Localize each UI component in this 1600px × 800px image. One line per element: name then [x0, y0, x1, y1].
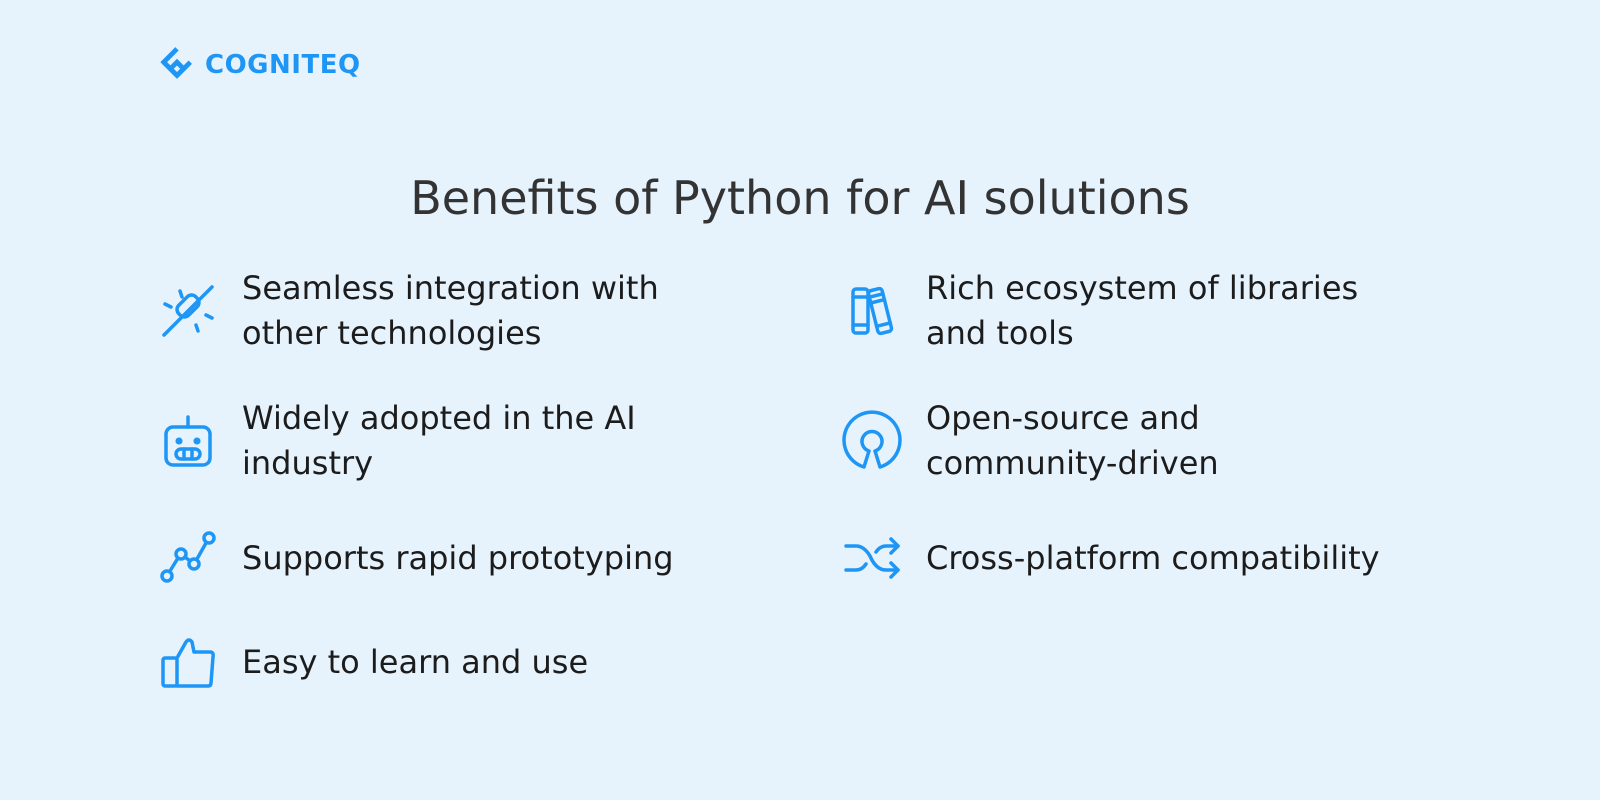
benefit-text: Cross-platform compatibility: [926, 538, 1380, 577]
benefit-item: Supports rapid prototyping: [156, 526, 674, 590]
benefit-text: Supports rapid prototyping: [242, 538, 674, 577]
rapid-prototyping-graph-icon: [156, 526, 220, 590]
open-source-icon: [840, 409, 904, 473]
page-title: Benefits of Python for AI solutions: [410, 170, 1190, 225]
benefit-text: other technologies: [242, 314, 542, 352]
benefit-text: industry: [242, 444, 374, 482]
brand-logo: COGNITEQ: [158, 46, 361, 84]
benefit-item: Seamless integration with other technolo…: [156, 266, 659, 356]
benefit-item: Easy to learn and use: [156, 630, 588, 694]
plug-integration-icon: [156, 279, 220, 343]
benefit-text: Seamless integration with: [242, 269, 659, 307]
benefit-text: Widely adopted in the AI: [242, 399, 636, 437]
robot-icon: [156, 409, 220, 473]
cogniteq-logo-icon: [160, 47, 192, 79]
benefit-item: Rich ecosystem of libraries and tools: [840, 266, 1358, 356]
benefit-text: and tools: [926, 314, 1074, 352]
benefit-item: Open-source and community-driven: [840, 396, 1219, 486]
thumbs-up-icon: [156, 630, 220, 694]
benefit-item: Widely adopted in the AI industry: [156, 396, 636, 486]
brand-name: COGNITEQ: [205, 50, 361, 80]
books-library-icon: [840, 279, 904, 343]
benefit-text: Rich ecosystem of libraries: [926, 269, 1359, 307]
benefit-text: community-driven: [926, 444, 1219, 482]
benefit-text: Easy to learn and use: [242, 642, 589, 681]
benefit-item: Cross-platform compatibility: [840, 526, 1380, 590]
shuffle-arrows-icon: [840, 526, 904, 590]
benefit-text: Open-source and: [926, 399, 1200, 437]
